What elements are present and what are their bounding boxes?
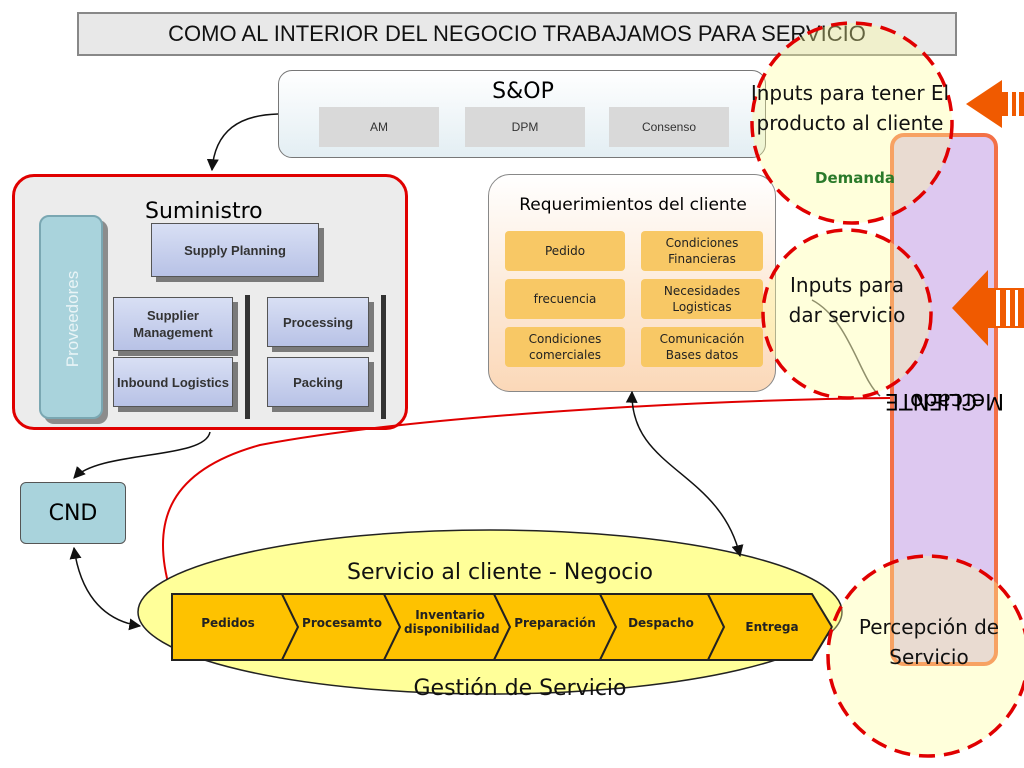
requerimientos-box: Requerimientos del cliente Pedido Condic… [488, 174, 776, 392]
arrow-suministro-to-cnd [73, 431, 211, 479]
proveedores-block: Proveedores [39, 215, 103, 419]
req-comunicacion-bases: Comunicación Bases datos [641, 327, 763, 367]
orange-arrow-icon [966, 80, 1024, 128]
suministro-box: Suministro Proveedores Supply Planning S… [12, 174, 408, 430]
arrow-req-to-servicio [625, 390, 744, 558]
callout-demanda-text: Demanda [815, 169, 895, 187]
callout-servicio-text: Inputs para dar servicio [788, 273, 906, 327]
step-procesamto: Procesamto [302, 616, 382, 630]
chevron-entrega [706, 593, 834, 661]
step-preparacion: Preparación [514, 616, 596, 630]
step-despacho: Despacho [628, 616, 694, 630]
requerimientos-title: Requerimientos del cliente [519, 195, 747, 215]
orange-arrow-icon [952, 270, 1024, 346]
req-condiciones-comerciales: Condiciones comerciales [505, 327, 625, 367]
packing-block: Packing [267, 357, 369, 407]
req-pedido: Pedido [505, 231, 625, 271]
suministro-title: Suministro [145, 199, 263, 224]
supplier-management-block: Supplier Management [113, 297, 233, 351]
callout-circle-producto [750, 21, 954, 225]
sop-title: S&OP [492, 79, 554, 104]
step-entrega: Entrega [745, 620, 799, 634]
process-chevrons [171, 593, 834, 661]
arrow-sop-to-suministro [206, 113, 279, 172]
step-pedidos: Pedidos [201, 616, 255, 630]
req-necesidades-logisticas: Necesidades Logisticas [641, 279, 763, 319]
req-condiciones-financieras: Condiciones Financieras [641, 231, 763, 271]
arrow-cnd-to-servicio [69, 546, 142, 631]
supply-planning-block: Supply Planning [151, 223, 319, 277]
cnd-box: CND [20, 482, 126, 544]
divider-bar [245, 295, 250, 419]
divider-bar [381, 295, 386, 419]
callout-percepcion-text: Percepción de Servicio [858, 615, 1000, 669]
sop-chip-dpm: DPM [465, 107, 585, 147]
inbound-logistics-block: Inbound Logistics [113, 357, 233, 407]
connector-servicio-callout [811, 299, 881, 397]
servicio-top-label: Servicio al cliente - Negocio [347, 560, 653, 585]
sop-chip-am: AM [319, 107, 439, 147]
step-inventario: Inventario disponibilidad [404, 608, 500, 636]
callout-producto-text: Inputs para tener El producto al cliente [750, 81, 950, 135]
cliente-bar: CLIENTE Mercado [885, 133, 1004, 666]
gestion-label: Gestión de Servicio [413, 676, 627, 701]
callout-circle-servicio [761, 228, 933, 400]
sop-box: S&OP AM DPM Consenso [278, 70, 766, 158]
callout-circle-percepcion [826, 554, 1024, 758]
sop-chip-consenso: Consenso [609, 107, 729, 147]
processing-block: Processing [267, 297, 369, 347]
req-frecuencia: frecuencia [505, 279, 625, 319]
